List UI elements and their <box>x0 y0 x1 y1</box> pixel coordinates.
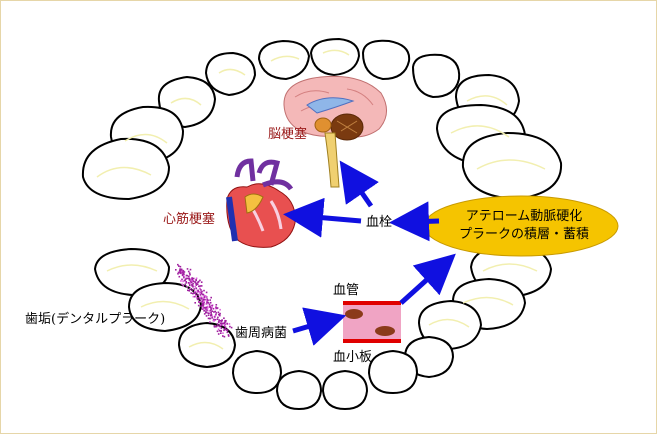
teeth-arch-illustration <box>81 37 563 411</box>
label-atherosclerosis-line2: プラークの積層・蓄積 <box>458 227 589 242</box>
arrow-thrombus-to-heart <box>283 197 362 238</box>
tooth-upper-5 <box>411 53 461 99</box>
arrow-thrombus-to-brain <box>339 160 379 208</box>
tooth-upper-1 <box>257 39 311 81</box>
flow-arrows <box>283 160 456 346</box>
label-dental-plaque: 歯垢(デンタルプラーク) <box>25 312 166 327</box>
label-blood-vessel: 血管 <box>333 283 360 298</box>
label-periodontal-bacteria: 歯周病菌 <box>235 326 288 341</box>
brain-icon <box>283 75 387 188</box>
label-atherosclerosis-line1: アテローム動脈硬化 <box>465 209 583 224</box>
tooth-lower-10 <box>275 369 323 411</box>
tooth-lower-9 <box>367 349 419 395</box>
label-platelet: 血小板 <box>333 350 373 365</box>
tooth-upper-2 <box>309 37 361 77</box>
tooth-upper-11 <box>461 131 563 201</box>
atherosclerosis-text: アテローム動脈硬化 プラークの積層・蓄積 <box>439 208 609 244</box>
tooth-upper-3 <box>361 39 411 81</box>
tooth-upper-4 <box>204 51 257 97</box>
label-brain-infarction: 脳梗塞 <box>268 127 308 142</box>
heart-icon <box>226 158 296 248</box>
tooth-upper-10 <box>81 137 171 201</box>
tooth-highlights <box>96 49 546 350</box>
tooth-lower-8 <box>231 349 283 395</box>
dental-plaque-icon <box>175 263 233 338</box>
arrow-atherosclerosis-to-thrombus <box>389 201 440 242</box>
platelet-2 <box>375 326 395 336</box>
label-myocardial-infarction: 心筋梗塞 <box>163 212 216 227</box>
tooth-lower-1 <box>93 247 171 297</box>
arrow-vessel-to-atherosclerosis <box>399 253 456 305</box>
tooth-lower-2 <box>127 281 203 333</box>
arrow-bacteria-to-vessel <box>292 307 347 346</box>
label-thrombus: 血栓 <box>366 215 393 230</box>
tooth-lower-11 <box>321 369 369 411</box>
platelet-1 <box>345 309 363 319</box>
blood-vessel-icon <box>343 301 401 343</box>
